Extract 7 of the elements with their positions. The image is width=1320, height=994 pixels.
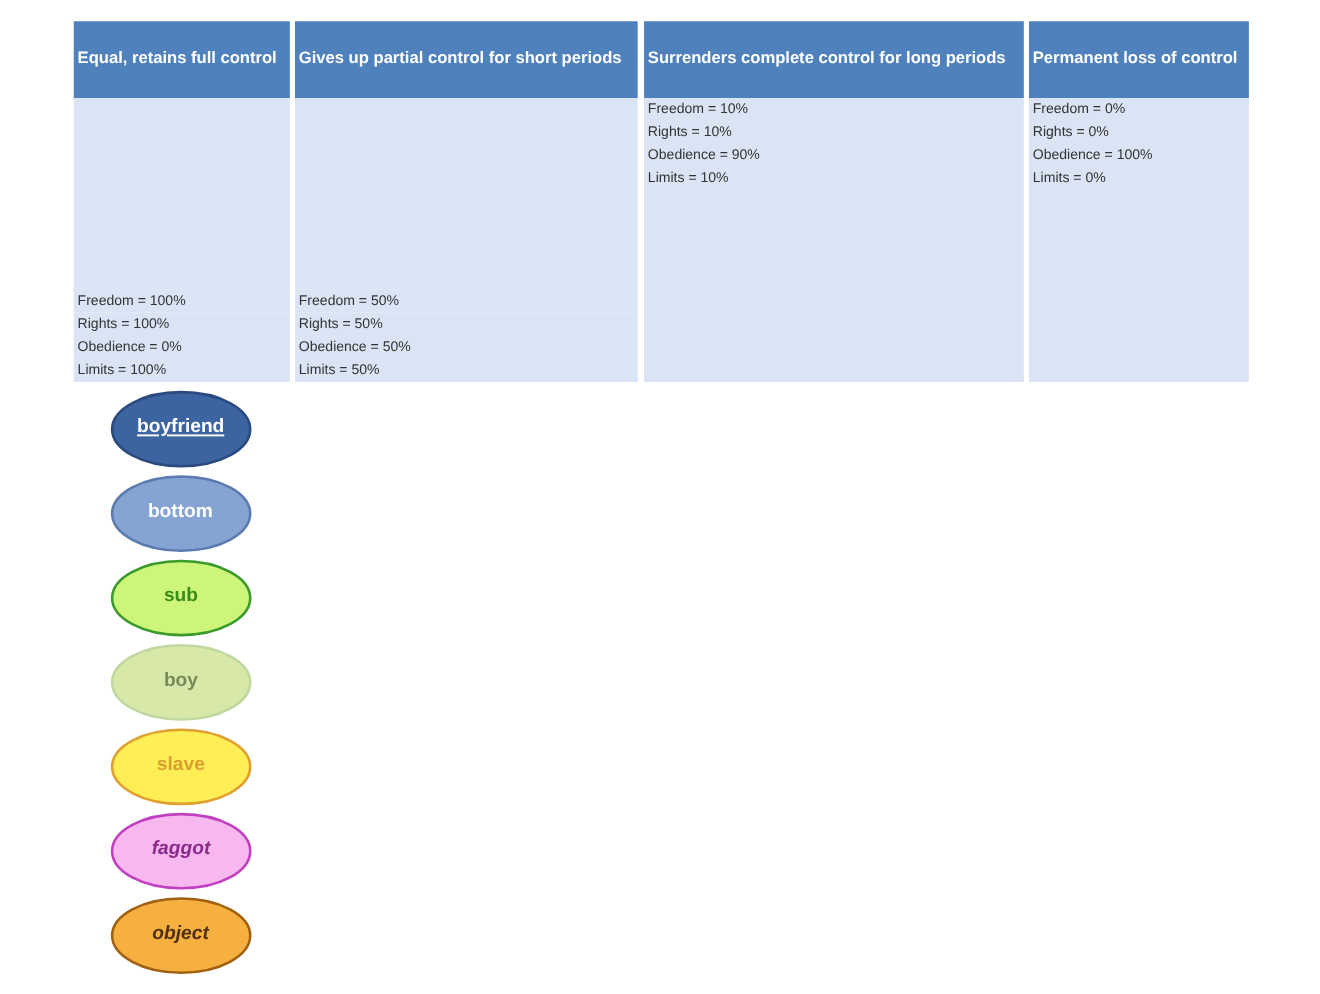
node-ellipse: object — [109, 897, 251, 974]
node-ellipse: faggot — [109, 812, 251, 890]
node-ellipse: bottom — [109, 475, 251, 552]
node-ellipse: boyfriend — [109, 390, 251, 468]
node-ellipse: slave — [109, 728, 251, 806]
node-ellipse: boy — [109, 644, 251, 721]
node-ellipse: sub — [109, 559, 251, 637]
